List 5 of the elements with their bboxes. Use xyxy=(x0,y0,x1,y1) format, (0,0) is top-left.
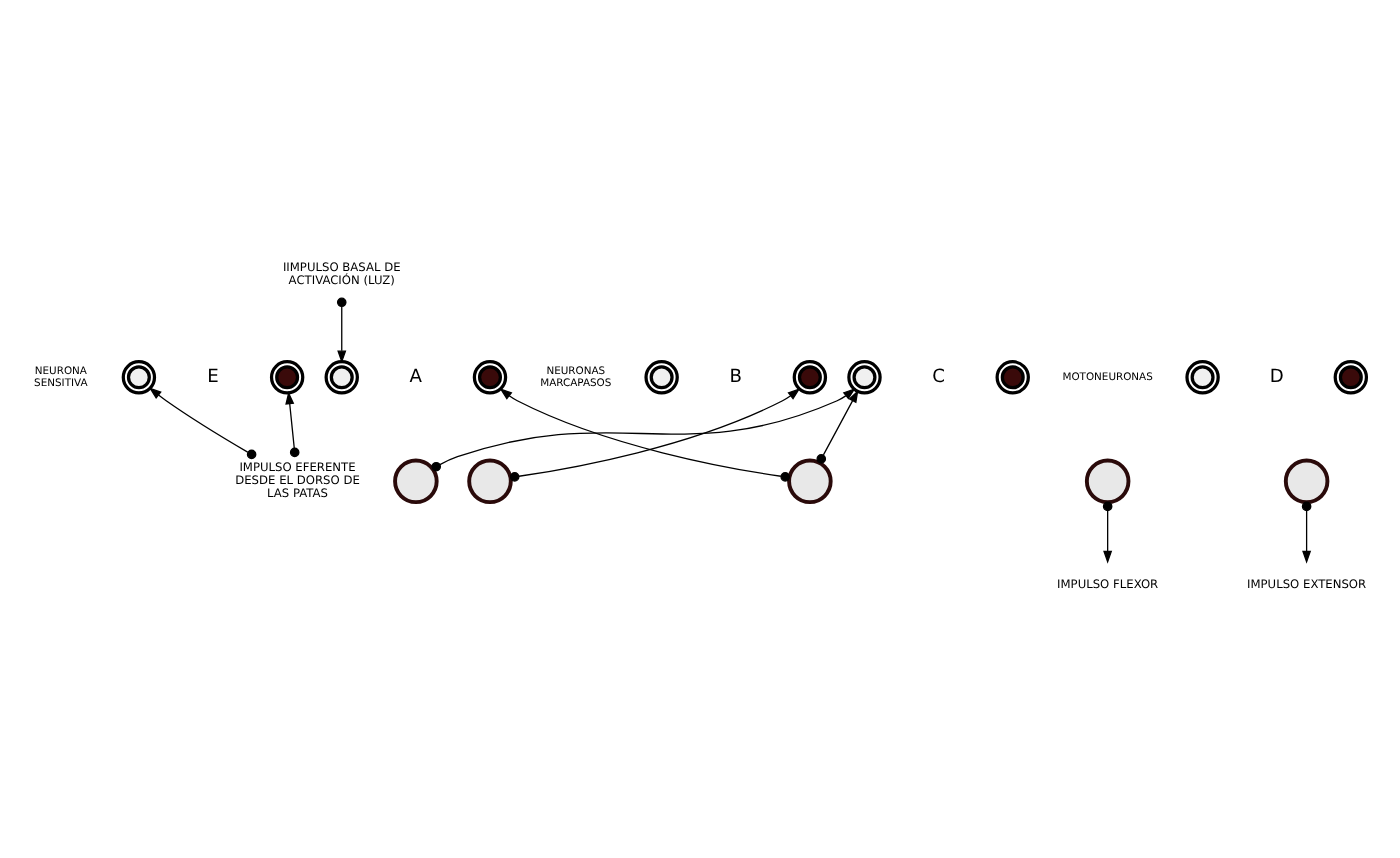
label: D xyxy=(1269,367,1284,388)
label: C xyxy=(932,367,945,388)
label: A xyxy=(409,367,423,388)
label: B xyxy=(729,367,743,388)
label: E xyxy=(207,367,219,388)
